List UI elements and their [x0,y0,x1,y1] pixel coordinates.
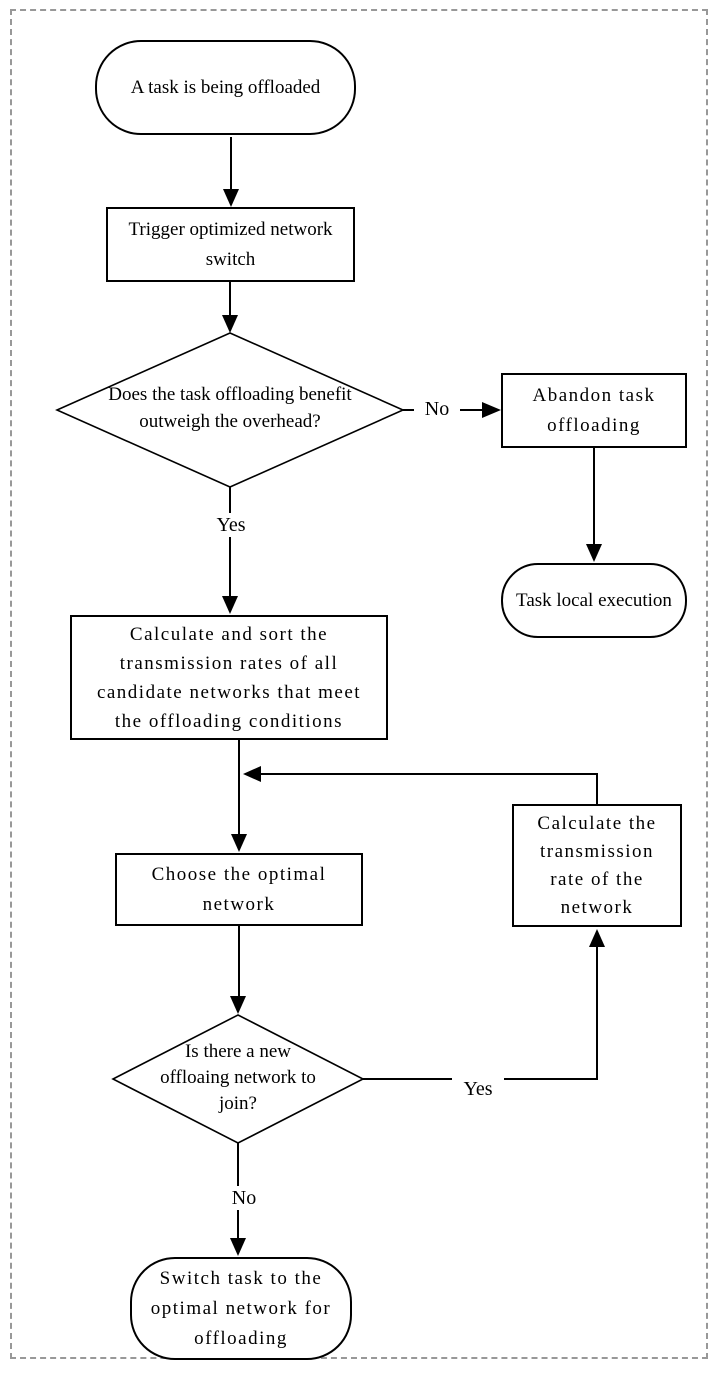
node-calculate-transmission-rate: Calculate the transmission rate of the n… [512,804,682,927]
node-switch-task-terminal: Switch task to the optimal network for o… [130,1257,352,1360]
edge-label-new-network-yes: Yes [452,1077,504,1101]
node-choose-optimal-network: Choose the optimal network [115,853,363,926]
edge-label-new-network-no: No [221,1186,267,1210]
edge-label-benefit-no: No [414,397,460,421]
decision-benefit-label: Does the task offloading benefit outweig… [108,384,352,432]
node-calculate-sort-rates: Calculate and sort the transmission rate… [70,615,388,740]
figure-border [10,9,708,1359]
node-task-local-execution: Task local execution [501,563,687,638]
node-trigger-switch: Trigger optimized network switch [106,207,355,282]
node-abandon-offloading: Abandon task offloading [501,373,687,448]
edge-label-benefit-yes: Yes [206,513,256,537]
decision-new-label: Is there a new offloaing network to join… [160,1041,316,1114]
node-start-terminal: A task is being offloaded [95,40,356,135]
